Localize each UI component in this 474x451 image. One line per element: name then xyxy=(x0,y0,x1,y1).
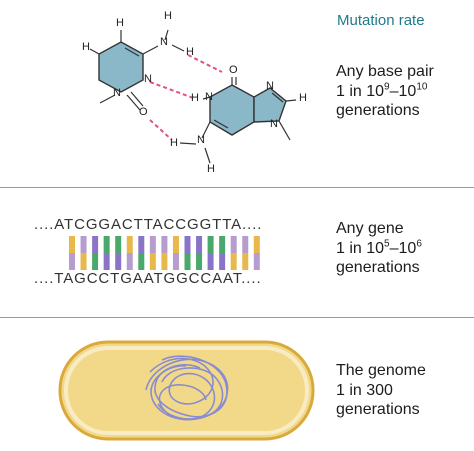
base-bar-bottom xyxy=(149,253,156,270)
rate-label-gene: Any gene 1 in 105–106 generations xyxy=(336,219,422,278)
base-bar-top xyxy=(172,236,179,253)
base-bar-top xyxy=(92,236,99,253)
rate-label-value: 1 in 300 xyxy=(336,381,393,399)
dna-base-bars xyxy=(69,236,260,270)
dna-bottom-strand: ....TAGCCTGAATGGCCAAT.... xyxy=(34,270,262,287)
base-bar-top xyxy=(230,236,237,253)
rate-label-title: The genome xyxy=(336,362,426,379)
base-bar-top xyxy=(69,236,75,253)
rate-label-unit: generations xyxy=(336,102,420,119)
divider-2 xyxy=(0,317,474,318)
base-bar-top xyxy=(242,236,249,253)
atom-label: H xyxy=(170,137,178,149)
base-bar-top xyxy=(253,236,260,253)
base-bar-top xyxy=(161,236,168,253)
atom-label: O xyxy=(229,64,238,76)
atom-label: N xyxy=(160,36,168,48)
base-bar-bottom xyxy=(161,253,168,270)
base-bar-bottom xyxy=(219,253,226,270)
base-bar-top xyxy=(103,236,110,253)
base-bar-top xyxy=(219,236,226,253)
atom-label: H xyxy=(164,10,172,22)
guanine-ring-five xyxy=(253,87,287,123)
base-bar-top xyxy=(80,236,87,253)
base-bar-top xyxy=(115,236,122,253)
atom-label: H xyxy=(116,17,124,29)
base-bar-bottom xyxy=(80,253,87,270)
rate-label-unit: generations xyxy=(336,401,420,418)
base-bar-bottom xyxy=(230,253,237,270)
base-bar-bottom xyxy=(196,253,203,270)
atom-label: N xyxy=(205,91,213,103)
chromosome-tangle xyxy=(145,355,229,421)
rate-label-title: Any gene xyxy=(336,220,404,237)
atom-label: O xyxy=(139,106,148,118)
atom-label: H xyxy=(299,92,307,104)
base-bar-top xyxy=(138,236,145,253)
atom-label: H xyxy=(191,92,199,104)
atom-label: N xyxy=(113,87,121,99)
base-bar-top xyxy=(207,236,214,253)
guanine-ring-six xyxy=(209,84,255,136)
hydrogen-bonds xyxy=(149,54,223,141)
base-bar-bottom xyxy=(126,253,133,270)
base-bar-bottom xyxy=(69,253,75,270)
rate-label-title: Any base pair xyxy=(336,63,434,80)
base-bar-bottom xyxy=(242,253,249,270)
base-bar-bottom xyxy=(138,253,145,270)
base-bar-top xyxy=(149,236,156,253)
atom-label: H xyxy=(82,41,90,53)
base-bar-bottom xyxy=(103,253,110,270)
base-bar-top xyxy=(126,236,133,253)
cytosine-ring xyxy=(98,41,144,93)
base-bar-bottom xyxy=(115,253,122,270)
base-bar-bottom xyxy=(207,253,214,270)
atom-label: N xyxy=(144,73,152,85)
rate-label-base-pair: Any base pair 1 in 109–1010 generations xyxy=(336,62,434,121)
base-pair-diagram xyxy=(89,29,297,164)
divider-1 xyxy=(0,187,474,188)
rate-label-value: 1 in 109–1010 xyxy=(336,81,428,100)
atom-label: N xyxy=(270,118,278,130)
atom-label: N xyxy=(266,80,274,92)
base-bar-bottom xyxy=(92,253,99,270)
atom-label: H xyxy=(207,163,215,175)
base-bar-bottom xyxy=(253,253,260,270)
base-bar-top xyxy=(184,236,191,253)
atom-label: H xyxy=(186,46,194,58)
rate-label-genome: The genome 1 in 300 generations xyxy=(336,361,426,420)
mutation-rate-heading: Mutation rate xyxy=(337,12,425,29)
base-bar-bottom xyxy=(184,253,191,270)
rate-label-unit: generations xyxy=(336,259,420,276)
rate-label-value: 1 in 105–106 xyxy=(336,238,422,257)
dna-top-strand: ....ATCGGACTTACCGGTTA.... xyxy=(34,216,263,233)
bacterial-cell xyxy=(58,340,315,441)
base-bar-bottom xyxy=(172,253,179,270)
atom-label: N xyxy=(197,134,205,146)
base-bar-top xyxy=(196,236,203,253)
